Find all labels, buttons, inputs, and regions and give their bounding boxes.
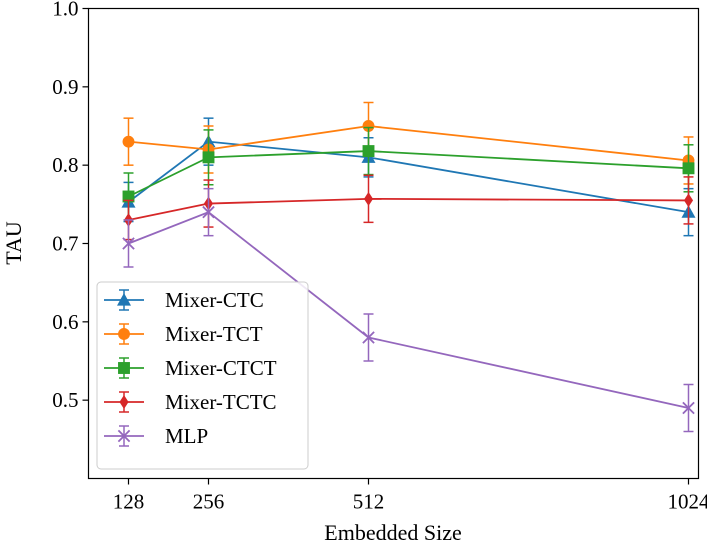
series-mixer-ctc	[121, 117, 696, 237]
data-point	[682, 401, 695, 415]
y-tick-label: 0.9	[52, 75, 78, 99]
legend: Mixer-CTC Mixer-TCT Mixer-CTCT Mixer-TCTC ML…	[96, 281, 309, 470]
y-tick-label: 0.7	[52, 232, 78, 256]
series-line	[127, 140, 689, 214]
series-mixer-ctct	[122, 126, 695, 221]
legend-entry: Mixer-CTCT	[104, 356, 277, 380]
legend-label: Mixer-TCTC	[165, 390, 277, 414]
legend-entry: Mixer-TCTC	[104, 390, 277, 414]
y-tick-label: 0.8	[52, 153, 78, 177]
data-point	[122, 237, 135, 250]
marker-x-stroke	[117, 429, 131, 443]
marker-x-stroke	[362, 331, 375, 344]
legend-label: Mixer-TCT	[165, 322, 263, 346]
x-tick-label: 256	[193, 490, 225, 514]
x-tick-label: 512	[353, 490, 385, 514]
series-layer	[121, 101, 696, 433]
data-point	[362, 120, 375, 132]
legend-entry: Mixer-TCT	[104, 322, 263, 346]
series-line	[128, 211, 689, 409]
series-line	[128, 197, 689, 221]
data-point	[683, 193, 694, 208]
data-point	[202, 205, 215, 219]
legend-label: Mixer-CTCT	[165, 356, 277, 380]
series-line	[128, 150, 689, 198]
data-point	[202, 151, 215, 164]
data-point	[682, 162, 695, 175]
y-axis-label: TAU	[1, 221, 26, 265]
y-tick-label: 0.6	[52, 310, 78, 334]
series-mlp	[122, 187, 695, 433]
data-point	[122, 135, 135, 148]
y-tick-label: 0.5	[52, 388, 78, 412]
legend-label: Mixer-CTC	[165, 288, 264, 312]
legend-entry: Mixer-CTC	[104, 288, 264, 312]
x-axis-label: Embedded Size	[324, 520, 461, 545]
x-tick-label: 128	[113, 490, 145, 514]
marker-x-stroke	[122, 237, 135, 250]
data-point	[362, 331, 375, 344]
legend-marker	[118, 362, 130, 374]
legend-entry: MLP	[104, 424, 208, 448]
data-point	[122, 190, 135, 203]
legend-label: MLP	[165, 424, 208, 448]
legend-marker	[119, 395, 129, 409]
data-point	[362, 145, 375, 158]
legend-box	[96, 281, 309, 470]
x-tick-label: 1024	[668, 490, 707, 514]
marker-x-stroke	[682, 401, 695, 415]
legend-marker	[117, 429, 131, 443]
marker-x-stroke	[202, 205, 215, 219]
ticks-layer: 0.5 0.6 0.7 0.8 0.9 1.0 128 256 512 1024	[52, 0, 707, 514]
legend-marker	[118, 328, 130, 340]
y-tick-label: 1.0	[52, 0, 78, 21]
data-point	[363, 191, 374, 206]
legend-marker	[117, 293, 131, 306]
series-line	[128, 125, 689, 162]
